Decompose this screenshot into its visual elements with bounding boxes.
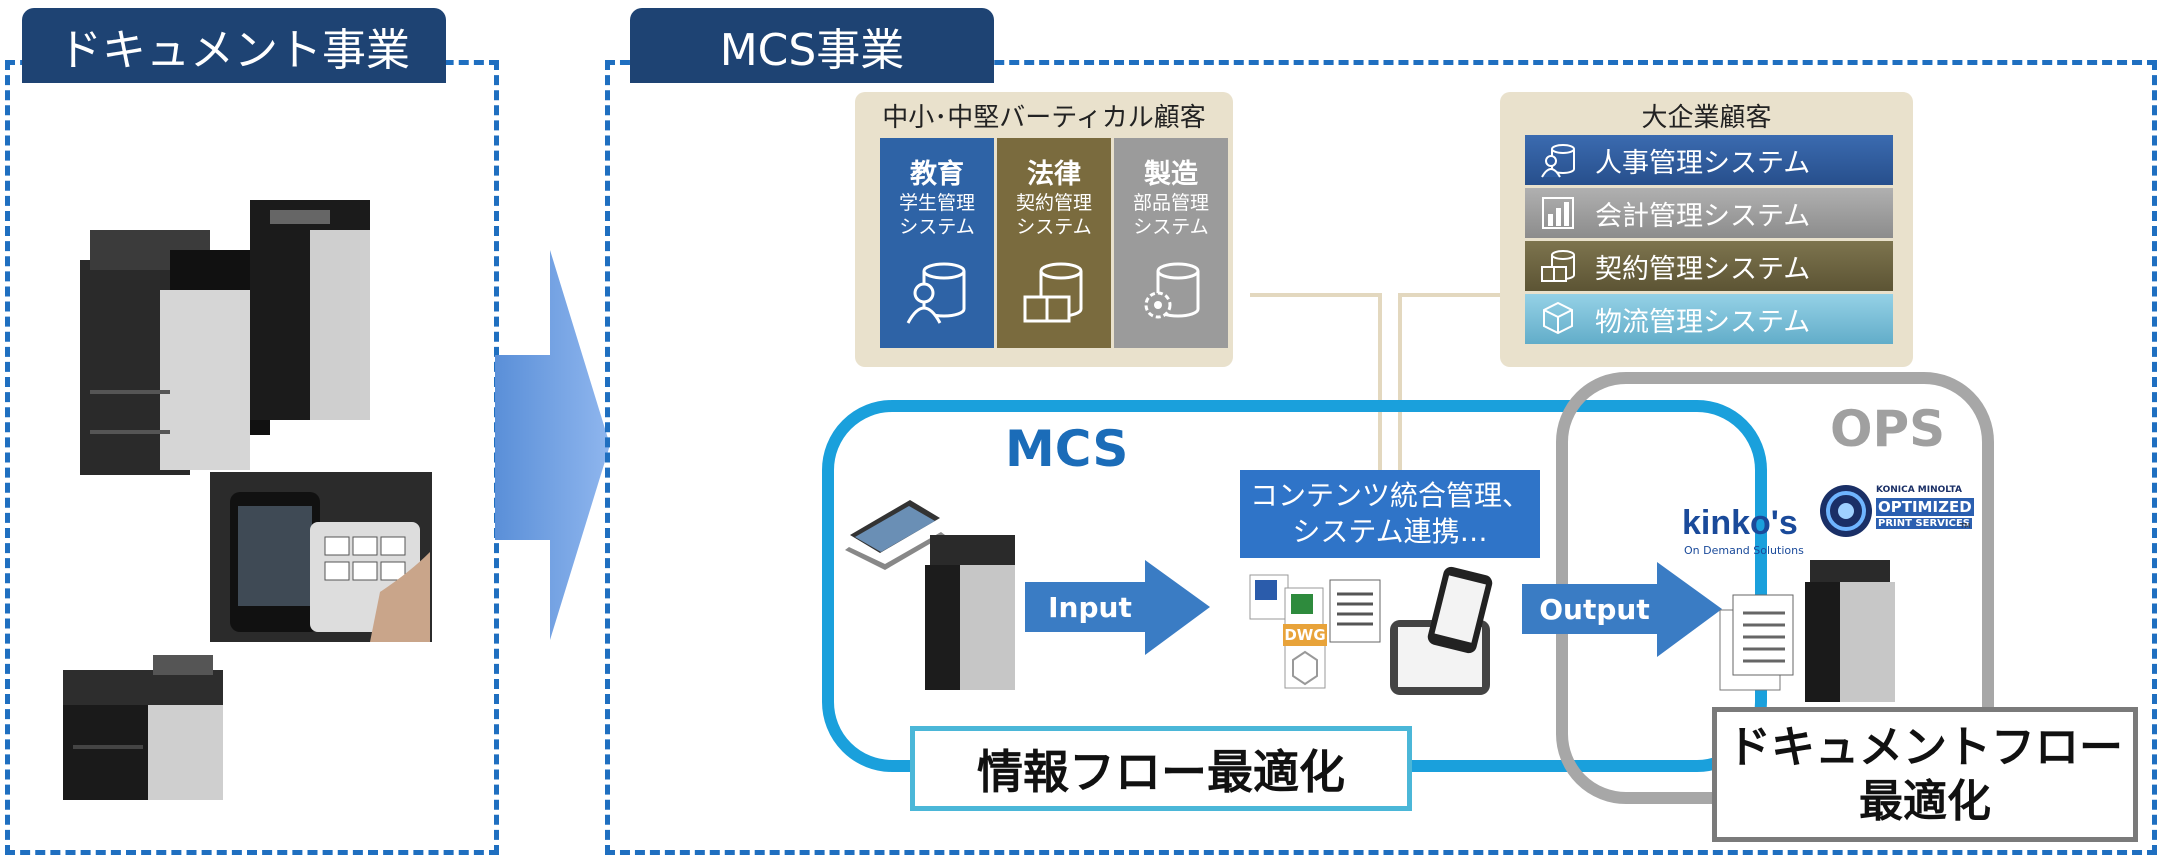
input-arrow xyxy=(1025,560,1210,655)
connector-lines xyxy=(1250,290,1630,490)
gear-database-icon xyxy=(1144,262,1200,319)
kinkos-logo: kinko's xyxy=(1682,504,1798,542)
konica-ops-logo-icon xyxy=(1818,483,1874,539)
document-business-tab: ドキュメント事業 xyxy=(22,8,446,83)
category-law: 法律 契約管理 システム xyxy=(997,138,1111,348)
enterprise-panel-title: 大企業顧客 xyxy=(1641,102,1772,133)
document-flow-optimization-label: ドキュメントフロー 最適化 xyxy=(1712,707,2138,842)
mcs-business-tab: MCS事業 xyxy=(630,8,994,83)
system-contract: 契約管理システム xyxy=(1525,241,1893,291)
mfp-printer-small-image xyxy=(58,650,233,805)
input-label: Input xyxy=(1048,590,1132,624)
mfp-printer-large-image xyxy=(70,190,380,490)
laptop-printer-image xyxy=(845,495,1020,695)
dwg-label: DWG xyxy=(1283,624,1327,646)
konica-tm: TM xyxy=(1960,522,1971,530)
info-flow-optimization-label: 情報フロー最適化 xyxy=(910,726,1412,811)
tablet-phone-photo xyxy=(210,472,432,642)
kinkos-tagline: On Demand Solutions xyxy=(1684,544,1804,557)
category-manufacturing: 製造 部品管理 システム xyxy=(1114,138,1228,348)
system-accounting: 会計管理システム xyxy=(1525,188,1893,238)
user-database-icon xyxy=(1541,144,1575,178)
ops-document-printer-image xyxy=(1715,555,1900,705)
tablet-phone-devices xyxy=(1385,565,1505,700)
system-logistics: 物流管理システム xyxy=(1525,294,1893,344)
content-management-box: コンテンツ統合管理、 システム連携… xyxy=(1240,470,1540,558)
book-database-icon xyxy=(1023,262,1083,323)
output-arrow xyxy=(1522,562,1722,657)
user-database-icon xyxy=(906,262,966,324)
word-icon xyxy=(1255,580,1277,600)
bar-chart-icon xyxy=(1542,197,1574,229)
book-database-icon xyxy=(1541,250,1575,282)
konica-optimized-text: OPTIMIZED xyxy=(1876,498,1974,516)
output-label: Output xyxy=(1539,592,1650,626)
sme-panel-title: 中小･中堅バーティカル顧客 xyxy=(882,102,1206,133)
category-education: 教育 学生管理 システム xyxy=(880,138,994,348)
transition-arrow xyxy=(495,250,610,640)
ops-label: OPS xyxy=(1830,400,1946,458)
konica-brand-text: KONICA MINOLTA xyxy=(1876,485,1962,495)
konica-print-services-text: PRINT SERVICES xyxy=(1876,518,1972,529)
excel-icon xyxy=(1291,594,1313,614)
boxes-icon xyxy=(1543,301,1573,335)
mcs-label: MCS xyxy=(1005,420,1129,478)
mcs-business-frame xyxy=(605,60,2157,855)
system-hr: 人事管理システム xyxy=(1525,135,1893,185)
